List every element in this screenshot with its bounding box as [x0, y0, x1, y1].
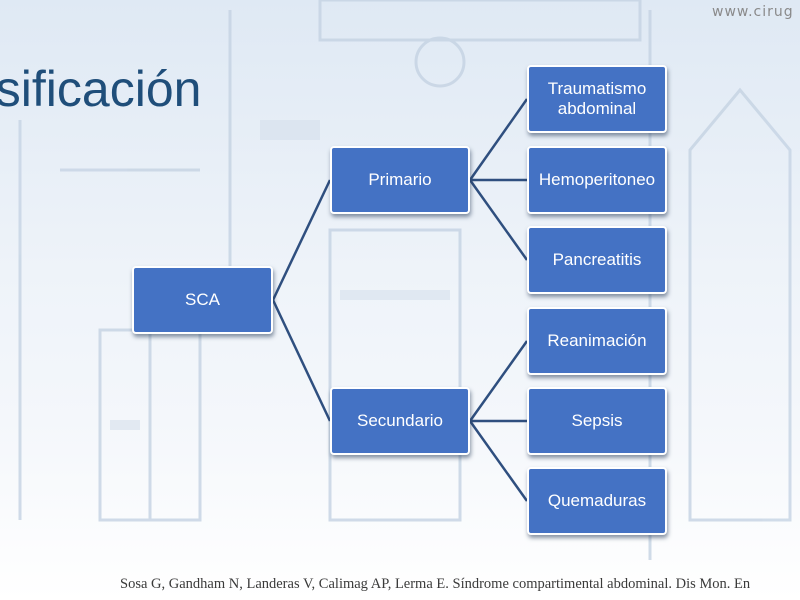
- website-url: www.cirug: [712, 4, 794, 20]
- node-leaf-hemoperitoneo: Hemoperitoneo: [527, 146, 667, 214]
- connector-root-to-branch-primario: [271, 179, 332, 301]
- slide-title: asificación: [0, 61, 202, 117]
- node-leaf-traumatismo: Traumatismo abdominal: [527, 65, 667, 133]
- citation-footer: Sosa G, Gandham N, Landeras V, Calimag A…: [120, 576, 751, 592]
- connector-root-to-branch-secundario: [271, 299, 332, 422]
- node-leaf-reanimacion: Reanimación: [527, 307, 667, 375]
- node-branch-secundario: Secundario: [330, 387, 470, 455]
- node-leaf-sepsis: Sepsis: [527, 387, 667, 455]
- node-leaf-pancreatitis: Pancreatitis: [527, 226, 667, 294]
- node-leaf-quemaduras: Quemaduras: [527, 467, 667, 535]
- node-branch-primario: Primario: [330, 146, 470, 214]
- connector-branch-secundario-to-leaf-reanimacion: [468, 340, 529, 422]
- connector-branch-secundario-to-leaf-quemaduras: [468, 420, 529, 502]
- connector-branch-primario-to-leaf-traumatismo: [468, 98, 529, 181]
- node-root: SCA: [132, 266, 273, 334]
- connector-branch-primario-to-leaf-pancreatitis: [468, 179, 529, 261]
